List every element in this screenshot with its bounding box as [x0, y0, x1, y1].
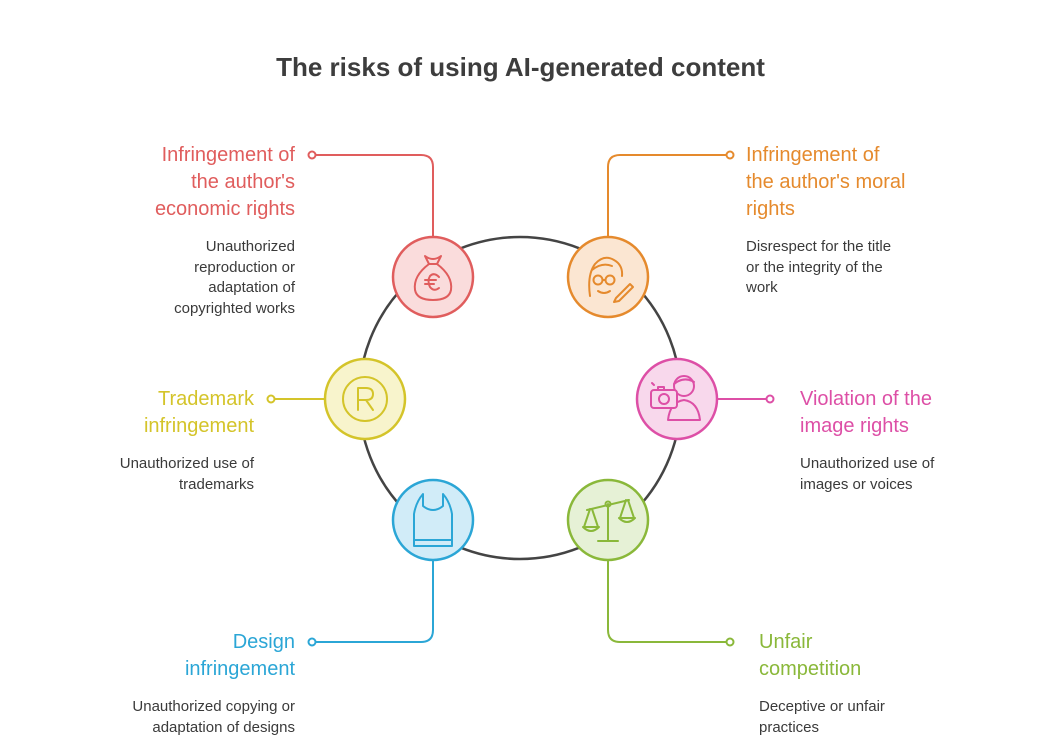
risk-heading: Unfair competition: [759, 629, 979, 683]
node-design: [391, 478, 475, 562]
node-image-rights: [635, 357, 719, 441]
heading-line: economic rights: [154, 198, 295, 220]
scales-icon: [582, 499, 636, 542]
risk-economic-rights: Infringement of the author's economic ri…: [75, 142, 295, 319]
risk-description: Disrespect for the title or the integrit…: [746, 237, 966, 299]
heading-line: rights: [746, 198, 795, 220]
description-line: copyrighted works: [174, 299, 295, 317]
heading-line: the author's moral: [746, 171, 906, 193]
registered-trademark-icon: [342, 376, 388, 422]
description-line: reproduction or: [194, 258, 295, 276]
author-portrait-icon: [588, 256, 634, 303]
description-line: Unauthorized use of: [119, 455, 254, 472]
heading-line: Trademark: [158, 388, 254, 410]
tank-top-icon: [413, 493, 453, 547]
risk-trademark: Trademark infringement Unauthorized use …: [34, 386, 254, 495]
description-line: images or voices: [800, 475, 913, 493]
risk-description: Unauthorized reproduction or adaptation …: [75, 237, 295, 319]
heading-line: image rights: [800, 415, 909, 437]
risk-description: Deceptive or unfair practices: [759, 697, 979, 738]
risk-image-rights: Violation of the image rights Unauthoriz…: [800, 386, 1020, 495]
description-line: adaptation of designs: [152, 718, 295, 736]
description-line: work: [746, 279, 778, 296]
connector-economic-rights: [312, 154, 434, 237]
description-line: trademarks: [178, 475, 254, 493]
risk-heading: Infringement of the author's economic ri…: [75, 142, 295, 223]
description-line: or the integrity of the: [746, 258, 883, 276]
connector-dot-competition: [725, 637, 735, 647]
connector-competition: [607, 560, 730, 643]
heading-line: Violation of the: [800, 388, 932, 410]
node-trademark: [323, 357, 407, 441]
risk-competition: Unfair competition Deceptive or unfair p…: [759, 629, 979, 738]
risk-description: Unauthorized copying or adaptation of de…: [75, 697, 295, 738]
risk-heading: Violation of the image rights: [800, 386, 1020, 440]
node-competition: [566, 478, 650, 562]
description-line: Disrespect for the title: [746, 238, 892, 255]
description-line: Unauthorized: [205, 238, 295, 255]
connector-dot-moral-rights: [725, 150, 735, 160]
risk-moral-rights: Infringement of the author's moral right…: [746, 142, 966, 299]
description-line: Unauthorized use of: [800, 455, 935, 472]
heading-line: infringement: [184, 658, 295, 680]
risk-heading: Infringement of the author's moral right…: [746, 142, 966, 223]
risk-heading: Design infringement: [75, 629, 295, 683]
description-line: adaptation of: [208, 279, 295, 296]
connector-dot-trademark: [266, 394, 276, 404]
description-line: Unauthorized copying or: [132, 698, 295, 715]
connector-dot-design: [307, 637, 317, 647]
camera-person-icon: [650, 375, 701, 421]
risk-description: Unauthorized use of trademarks: [34, 454, 254, 495]
connector-design: [312, 560, 434, 643]
risk-description: Unauthorized use of images or voices: [800, 454, 1020, 495]
description-line: Deceptive or unfair: [759, 698, 885, 715]
heading-line: Unfair: [759, 631, 813, 653]
risk-design: Design infringement Unauthorized copying…: [75, 629, 295, 738]
description-line: practices: [759, 718, 820, 736]
connector-dot-economic-rights: [307, 150, 317, 160]
diagram-title: The risks of using AI-generated content: [276, 52, 765, 82]
heading-line: the author's: [191, 171, 295, 193]
heading-line: Design: [232, 631, 295, 653]
money-bag-euro-icon: [413, 255, 453, 301]
risk-heading: Trademark infringement: [34, 386, 254, 440]
heading-line: competition: [759, 658, 862, 680]
connector-dot-image-rights: [765, 394, 775, 404]
heading-line: Infringement of: [161, 144, 295, 166]
node-economic-rights: [391, 235, 475, 319]
node-moral-rights: [566, 235, 650, 319]
heading-line: Infringement of: [746, 144, 880, 166]
connector-moral-rights: [607, 154, 730, 237]
heading-line: infringement: [143, 415, 254, 437]
